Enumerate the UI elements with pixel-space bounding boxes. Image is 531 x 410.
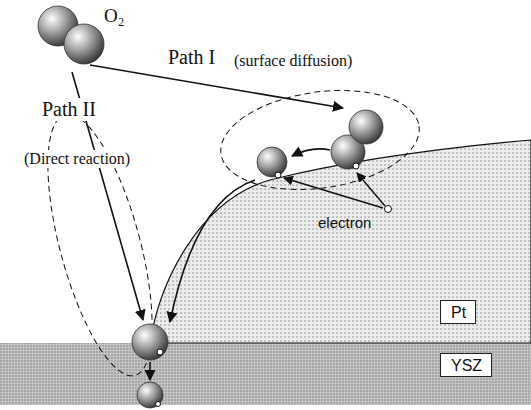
path-description: (Direct reaction) bbox=[22, 150, 132, 168]
material-label-box: Pt bbox=[440, 300, 476, 324]
oxygen-atom bbox=[132, 324, 168, 360]
material-name: YSZ bbox=[451, 357, 481, 375]
material-name: Pt bbox=[451, 304, 465, 322]
oxygen-atom bbox=[257, 147, 287, 177]
electron-dot bbox=[275, 172, 281, 178]
oxygen-atom bbox=[349, 110, 383, 144]
path-label: Path I bbox=[168, 46, 215, 69]
path-label: Path II bbox=[40, 98, 98, 121]
path-ii-region bbox=[26, 104, 173, 386]
dissociation-arrow bbox=[292, 149, 330, 156]
electron-dot bbox=[157, 349, 163, 355]
electron-label: electron bbox=[318, 214, 371, 231]
oxygen-atom bbox=[64, 24, 104, 64]
diffusion-arrow bbox=[170, 180, 255, 322]
material-label-box: YSZ bbox=[440, 353, 492, 377]
pt-electrode bbox=[150, 140, 531, 343]
electron-dot bbox=[353, 163, 359, 169]
electron-dot bbox=[385, 206, 392, 213]
ion-arrow bbox=[149, 362, 151, 380]
molecule-label: O₂ bbox=[104, 5, 124, 27]
path-i-arrow bbox=[90, 65, 343, 108]
oxide-ion bbox=[137, 382, 163, 408]
ysz-layer bbox=[0, 343, 531, 405]
electron-dot bbox=[156, 402, 161, 407]
electron-arrow bbox=[284, 178, 383, 208]
path-description: (surface diffusion) bbox=[234, 52, 352, 70]
